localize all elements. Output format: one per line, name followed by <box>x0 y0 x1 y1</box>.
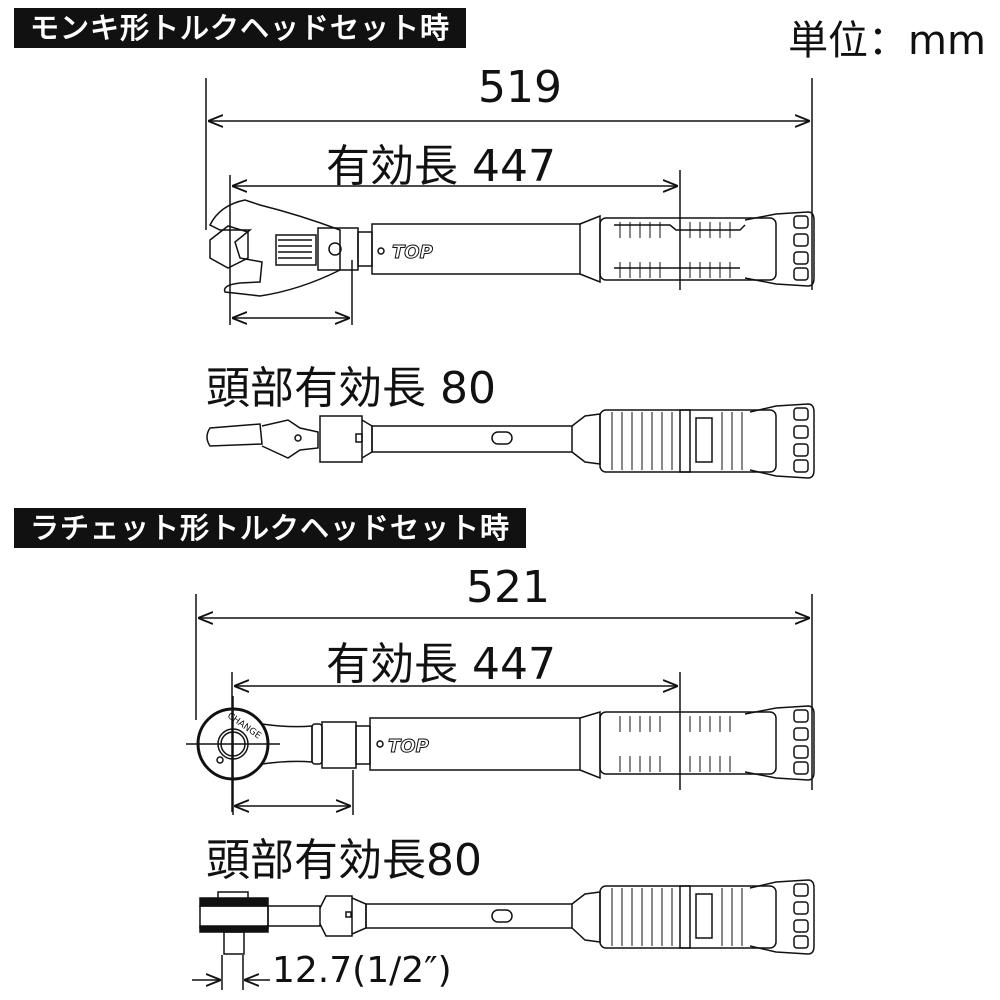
monkey-torque-wrench-side-view <box>206 403 815 479</box>
square-drive-size: 12.7(1/2″) <box>272 950 452 991</box>
overall-length-monkey: 519 <box>478 62 562 113</box>
dimension-lines-monkey <box>205 78 813 325</box>
square-drive-dimension <box>192 955 270 990</box>
unit-label: 単位：mm <box>788 18 986 64</box>
monkey-torque-wrench-top-view <box>208 199 815 297</box>
section-title-ratchet: ラチェット形トルクヘッドセット時 <box>14 508 527 548</box>
dimension-lines-ratchet <box>195 594 813 815</box>
brand-logo: TOP <box>392 242 433 263</box>
section-title-monkey-wrench: モンキ形トルクヘッドセット時 <box>14 8 467 48</box>
brand-logo-ratchet: TOP <box>388 736 429 757</box>
ratchet-torque-wrench-side-view <box>199 879 815 955</box>
ratchet-torque-wrench-top-view <box>186 696 815 815</box>
head-effective-length-monkey: 頭部有効長 80 <box>206 363 496 414</box>
change-label: CHANGE <box>225 711 263 742</box>
overall-length-ratchet: 521 <box>466 562 550 613</box>
head-effective-length-ratchet: 頭部有効長80 <box>206 835 482 886</box>
